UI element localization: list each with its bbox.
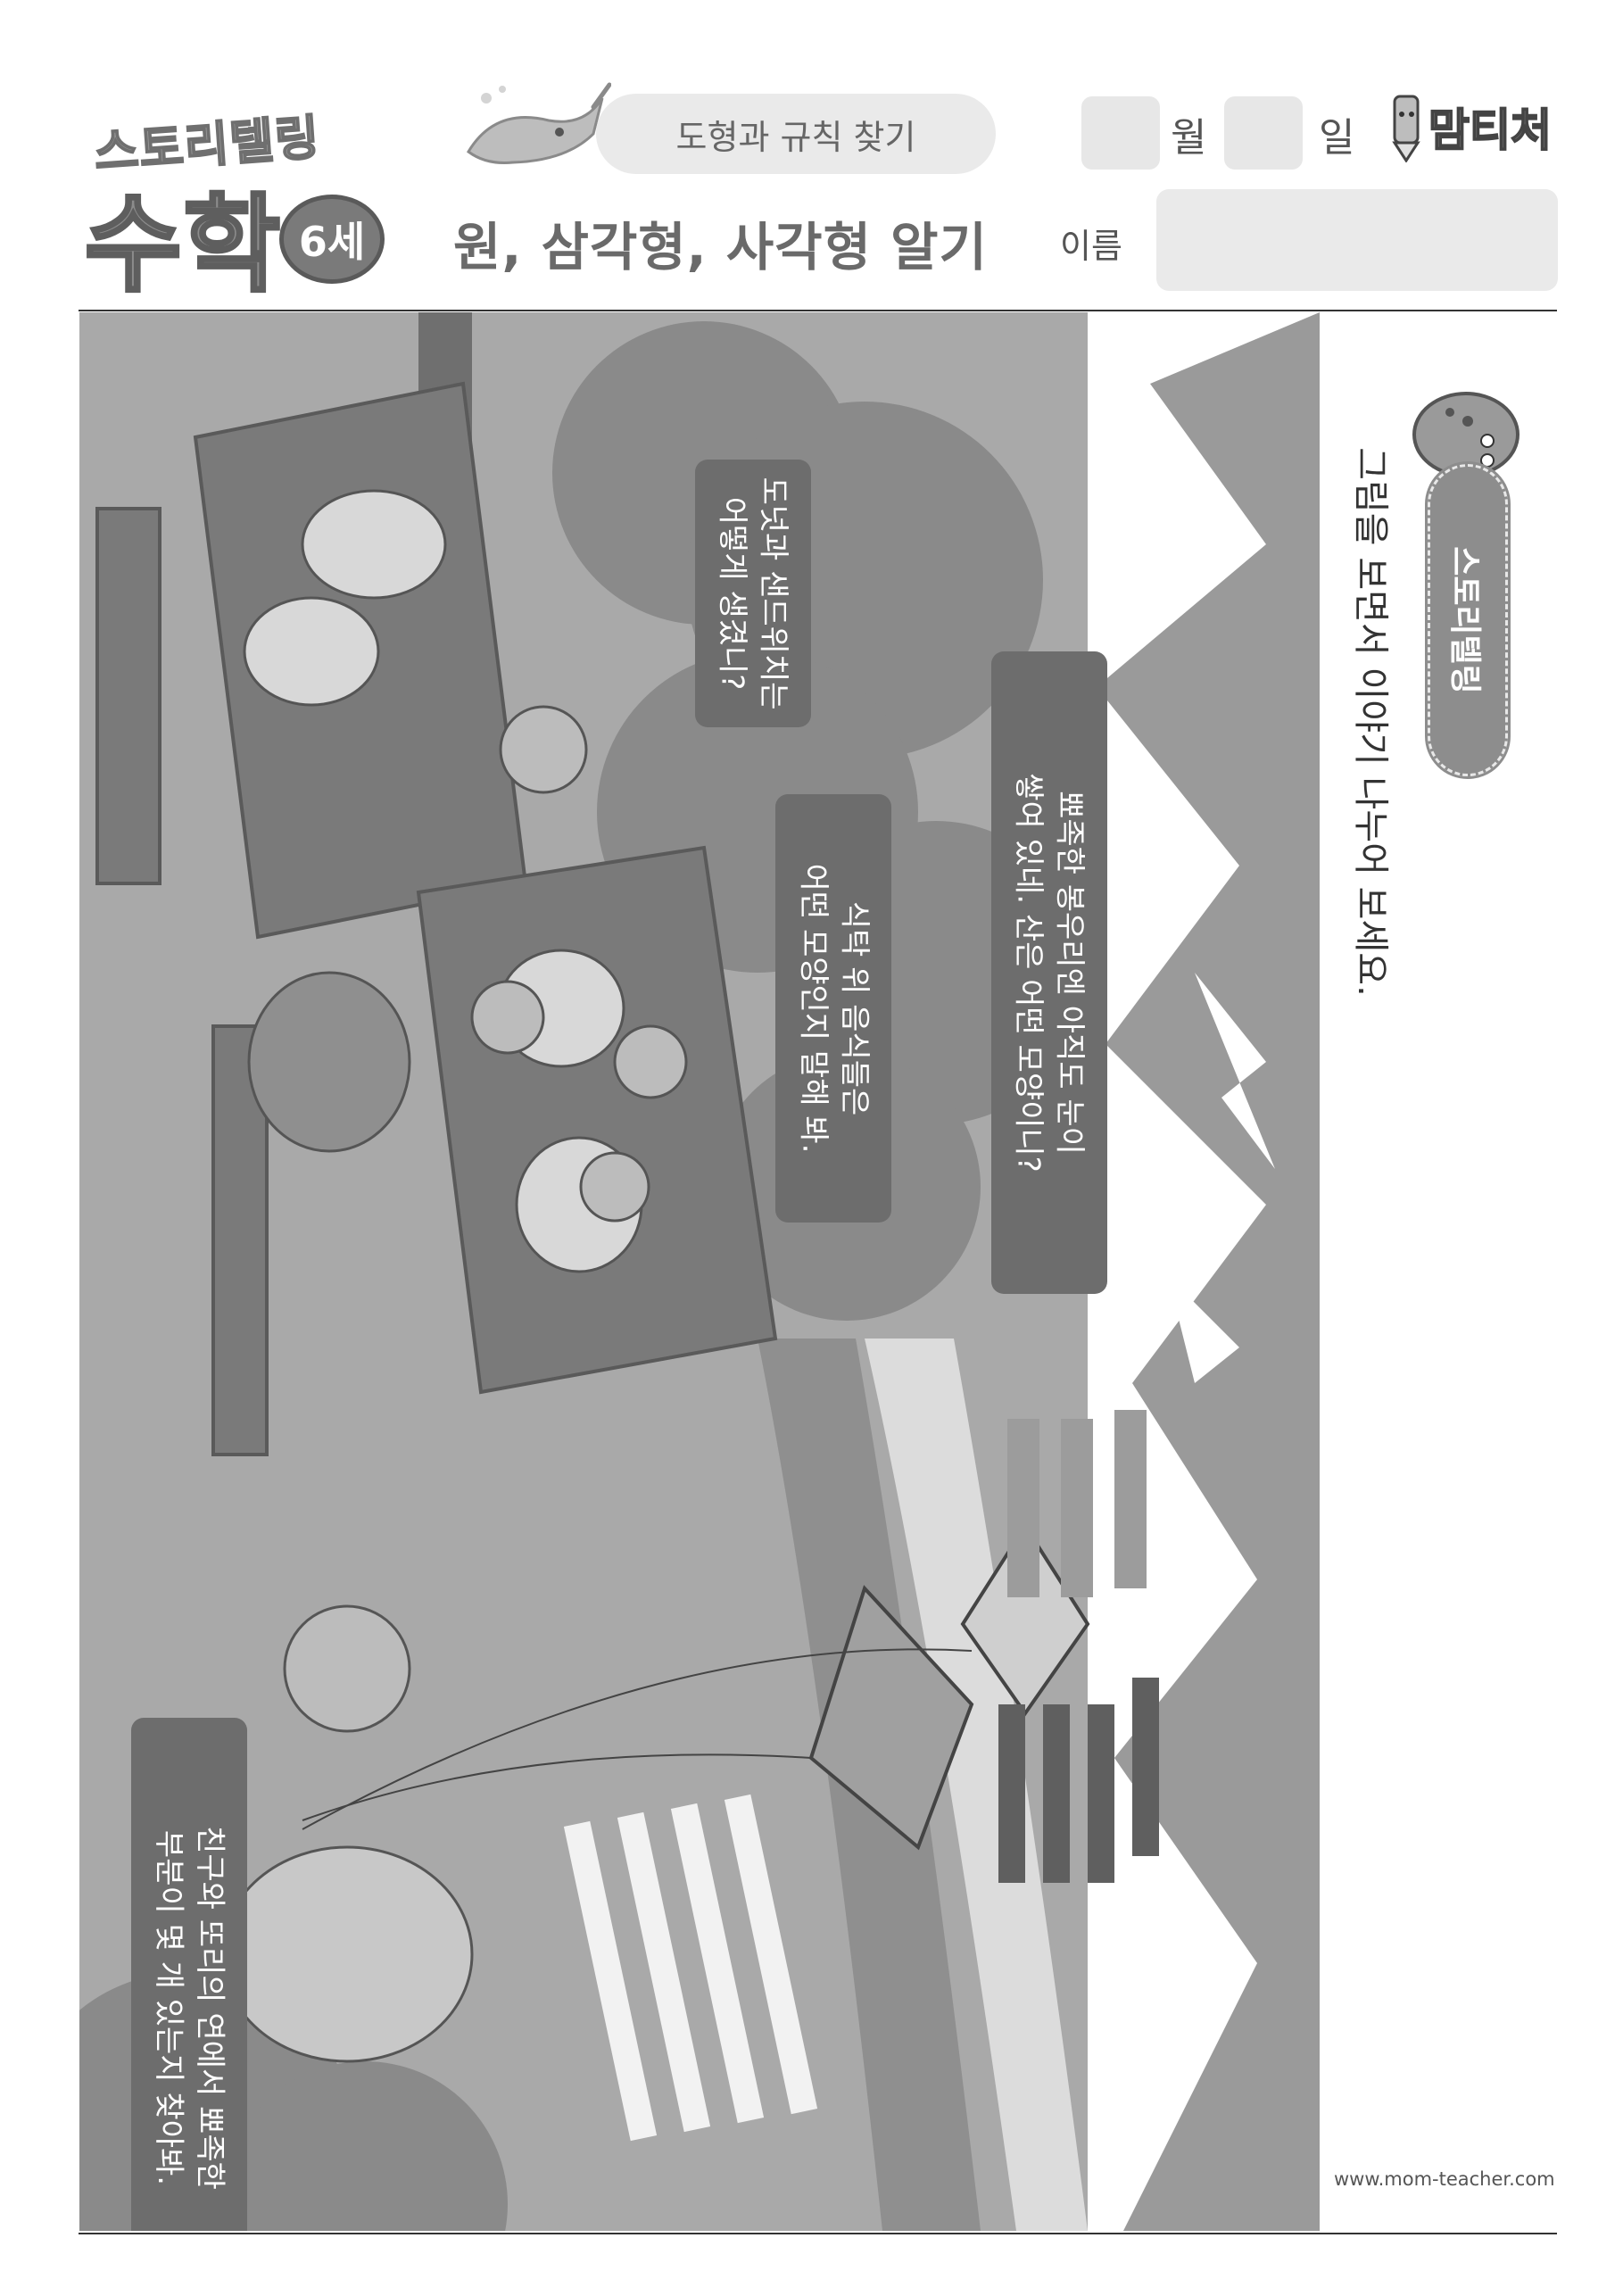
brand-logo: 스토리텔링 수학 6세 xyxy=(83,105,397,308)
pencil-mascot-icon xyxy=(1392,95,1420,162)
publisher-logo: 맘티처 xyxy=(1387,91,1553,162)
round-mascot-icon xyxy=(1412,392,1519,477)
month-label: 월 xyxy=(1171,115,1207,161)
brand-age-badge: 6세 xyxy=(279,195,385,284)
page-title: 원, 삼각형, 사각형 알기 xyxy=(453,217,988,278)
month-input-box[interactable] xyxy=(1081,96,1160,170)
narwhal-mascot-icon xyxy=(467,82,611,164)
website-url[interactable]: www.mom-teacher.com xyxy=(1334,2168,1555,2190)
storytelling-tag: 스토리텔링 xyxy=(1425,461,1511,779)
day-label: 일 xyxy=(1319,115,1355,161)
name-input-box[interactable] xyxy=(1156,189,1558,291)
brand-subject: 수학 xyxy=(83,181,283,308)
bottom-divider xyxy=(79,2233,1557,2234)
instruction-text: 그림을 보면서 이야기 나누어 보세요. xyxy=(1350,447,1392,997)
topic-pill: 도형과 규칙 찾기 xyxy=(596,94,996,174)
top-divider xyxy=(79,310,1557,311)
name-label: 이름 xyxy=(1060,227,1122,266)
day-input-box[interactable] xyxy=(1224,96,1303,170)
publisher-logo-text: 맘티처 xyxy=(1428,104,1553,157)
